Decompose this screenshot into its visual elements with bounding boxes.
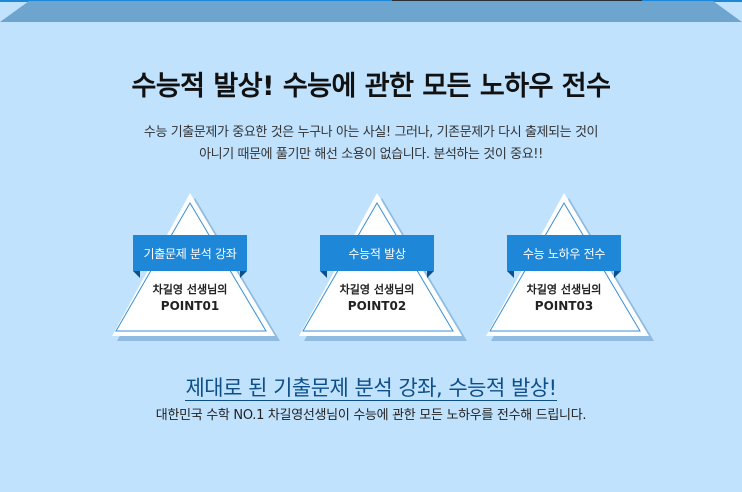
page-title: 수능적 발상! 수능에 관한 모든 노하우 전수 xyxy=(131,71,612,102)
teacher-text: 차길영 선생님의 xyxy=(152,283,228,296)
point-caption: 차길영 선생님의 POINT03 xyxy=(486,281,642,315)
point-number: POINT03 xyxy=(534,299,594,313)
description-line: 아니기 때문에 풀기만 해선 소용이 없습니다. 분석하는 것이 중요!! xyxy=(199,147,543,162)
description: 수능 기출문제가 중요한 것은 누구나 아는 사실! 그러나, 기존문제가 다시… xyxy=(0,122,742,166)
point-triangle: 수능 노하우 전수 차길영 선생님의 POINT03 xyxy=(486,193,656,343)
point-label: 기출문제 분석 강좌 xyxy=(133,235,247,278)
header-band xyxy=(0,1,742,22)
description-line: 수능 기출문제가 중요한 것은 누구나 아는 사실! 그러나, 기존문제가 다시… xyxy=(143,125,599,140)
teacher-text: 차길영 선생님의 xyxy=(339,283,415,296)
point-label: 수능적 발상 xyxy=(320,235,434,278)
point-label: 수능 노하우 전수 xyxy=(507,235,621,278)
teacher-text: 차길영 선생님의 xyxy=(526,283,602,296)
point-number: POINT02 xyxy=(347,299,407,313)
point-triangle: 수능적 발상 차길영 선생님의 POINT02 xyxy=(299,193,469,343)
point-triangle: 기출문제 분석 강좌 차길영 선생님의 POINT01 xyxy=(112,193,282,343)
point-number: POINT01 xyxy=(160,299,220,313)
footer-text: 대한민국 수학 NO.1 차길영선생님이 수능에 관한 모든 노하우를 전수해 … xyxy=(155,408,587,423)
headline: 제대로 된 기출문제 분석 강좌, 수능적 발상! xyxy=(0,372,742,402)
point-caption: 차길영 선생님의 POINT02 xyxy=(299,281,455,315)
headline-text: 제대로 된 기출문제 분석 강좌, 수능적 발상! xyxy=(185,376,557,401)
point-caption: 차길영 선생님의 POINT01 xyxy=(112,281,268,315)
